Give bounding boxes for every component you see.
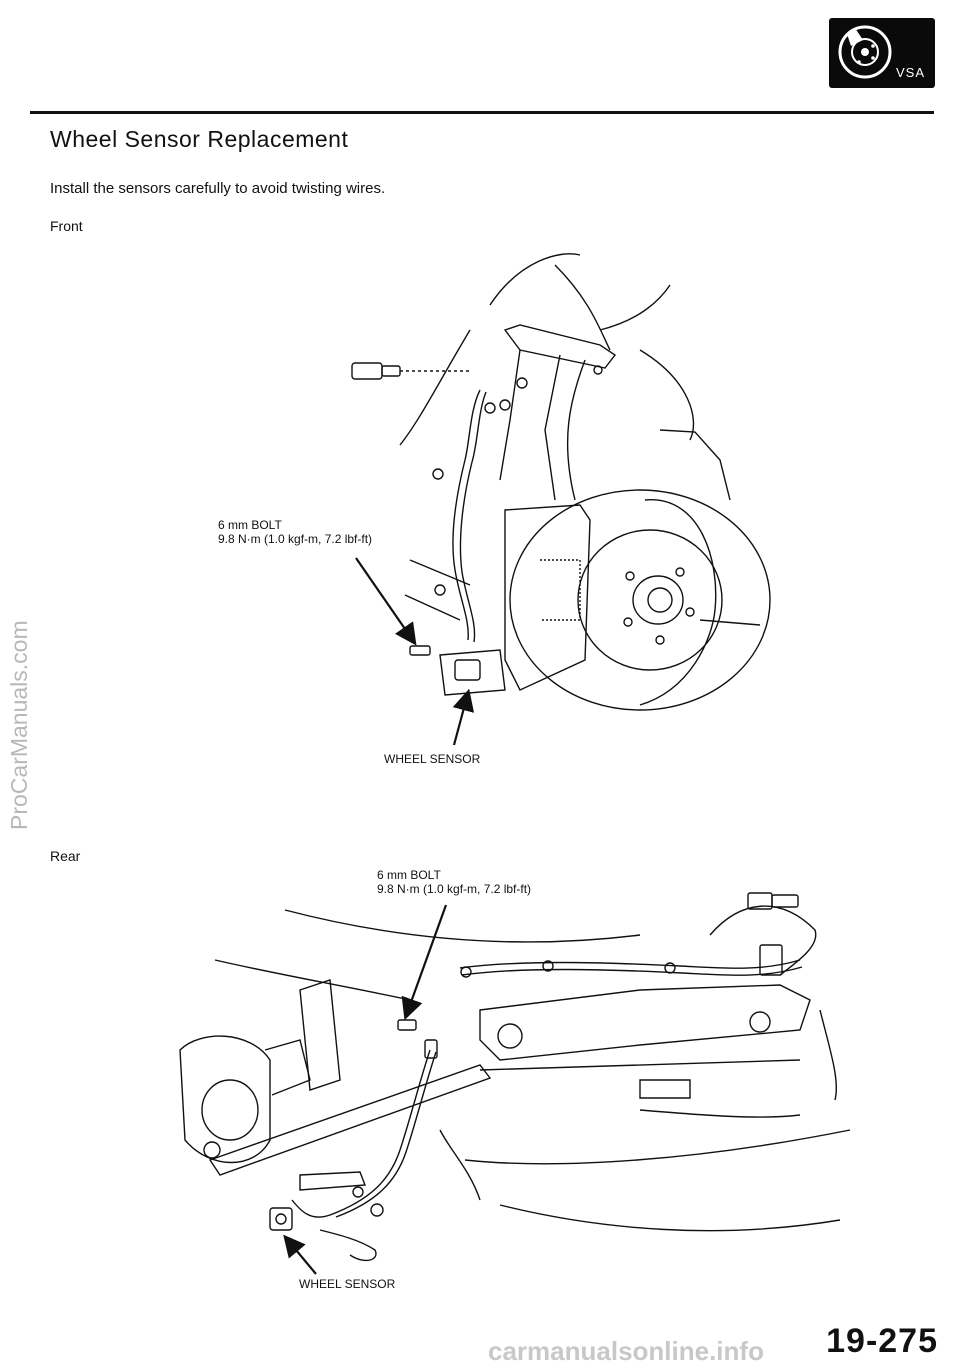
header-rule bbox=[30, 111, 934, 114]
front-sensor-leader bbox=[452, 688, 475, 746]
front-bolt-size: 6 mm BOLT bbox=[218, 518, 282, 532]
rear-wheel-sensor-callout: WHEEL SENSOR bbox=[299, 1277, 396, 1291]
rear-bolt-torque: 9.8 N·m (1.0 kgf-m, 7.2 lbf-ft) bbox=[377, 882, 532, 896]
badge-label: VSA bbox=[895, 65, 925, 80]
rear-bolt-leader bbox=[401, 904, 448, 1021]
rear-section-label: Rear bbox=[50, 848, 81, 864]
rear-bolt-size: 6 mm BOLT bbox=[377, 868, 441, 882]
front-bolt-torque: 9.8 N·m (1.0 kgf-m, 7.2 lbf-ft) bbox=[218, 532, 373, 546]
instruction-text: Install the sensors carefully to avoid t… bbox=[50, 180, 386, 197]
brake-disc-icon bbox=[838, 25, 892, 79]
vsa-badge: VSA bbox=[829, 18, 935, 88]
side-watermark: ProCarManuals.com bbox=[6, 620, 32, 830]
page-title: Wheel Sensor Replacement bbox=[50, 126, 349, 152]
rear-suspension-illustration bbox=[179, 892, 851, 1262]
front-wheel-sensor-callout: WHEEL SENSOR bbox=[384, 752, 481, 766]
front-bolt-leader bbox=[355, 557, 417, 646]
front-suspension-illustration bbox=[351, 253, 771, 711]
rear-bolt-callout: 6 mm BOLT 9.8 N·m (1.0 kgf-m, 7.2 lbf-ft… bbox=[377, 868, 531, 896]
page-number: 19-275 bbox=[826, 1322, 938, 1360]
footer-watermark: carmanualsonline.info bbox=[488, 1336, 764, 1366]
rear-sensor-leader bbox=[283, 1234, 317, 1275]
front-bolt-callout: 6 mm BOLT 9.8 N·m (1.0 kgf-m, 7.2 lbf-ft… bbox=[218, 518, 372, 546]
front-section-label: Front bbox=[50, 218, 83, 234]
